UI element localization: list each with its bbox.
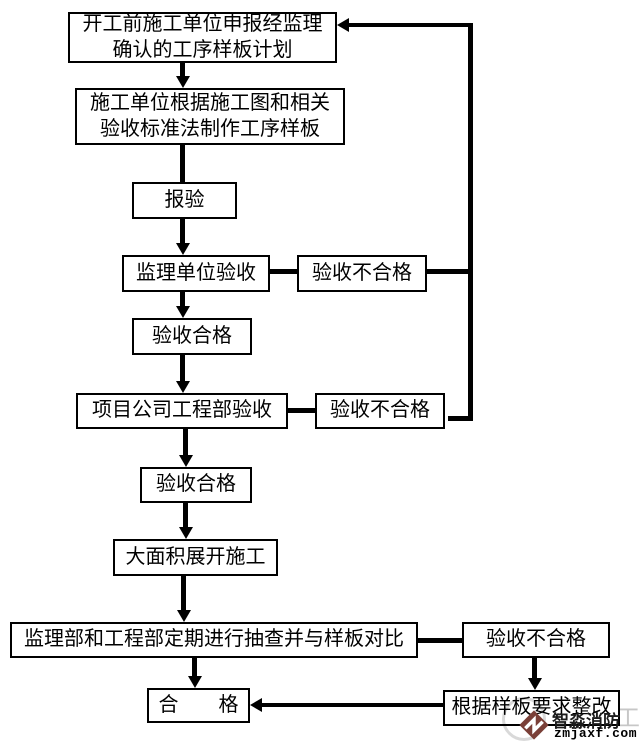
flow-node-supervisor-label: 监理单位验收 — [136, 261, 256, 284]
flow-edge-submit-to-supervisor — [180, 219, 185, 244]
flow-node-plan-line2: 确认的工序样板计划 — [112, 38, 293, 61]
flow-edge-rectify-to-pass-final — [261, 703, 443, 707]
flow-node-make-sample: 施工单位根据施工图和相关 验收标准法制作工序样板 — [75, 88, 345, 145]
arrow-down-icon — [528, 678, 542, 690]
flow-node-fail-1-label: 验收不合格 — [312, 261, 412, 284]
flow-edge-make-to-submit — [180, 145, 185, 182]
flow-edge-construct-to-spotcheck — [181, 576, 186, 611]
flow-edge-feedback-to-plan — [348, 23, 473, 27]
flow-node-fail-2-label: 验收不合格 — [330, 399, 430, 422]
flow-node-pass-2-label: 验收合格 — [156, 473, 236, 496]
flow-edge-project-to-pass2 — [183, 429, 188, 456]
flow-node-submit-inspection: 报验 — [132, 182, 237, 219]
flow-edge-pass2-to-construct — [183, 503, 188, 528]
zhimiao-logo-icon — [518, 709, 550, 741]
flow-edge-supervisor-to-pass1 — [180, 292, 185, 307]
flow-edge-fail2-to-loop — [448, 416, 473, 421]
flow-node-fail-3: 验收不合格 — [462, 622, 610, 658]
flow-edge-spotcheck-to-fail3 — [418, 638, 462, 643]
arrow-down-icon — [177, 610, 191, 622]
watermark-stamp-circle — [502, 697, 546, 741]
arrow-down-icon — [179, 455, 193, 467]
arrow-down-icon — [188, 676, 202, 688]
watermark-ghost-char: 工 — [616, 705, 640, 732]
flow-node-spot-check-label: 监理部和工程部定期进行抽查并与样板对比 — [24, 628, 404, 651]
flow-node-pass-2: 验收合格 — [140, 467, 252, 503]
flow-node-supervisor-acceptance: 监理单位验收 — [122, 255, 270, 292]
flow-node-project-label: 项目公司工程部验收 — [92, 399, 272, 422]
arrow-down-icon — [179, 527, 193, 539]
flow-node-pass-final: 合 格 — [147, 688, 250, 723]
flow-node-spot-check: 监理部和工程部定期进行抽查并与样板对比 — [10, 622, 418, 658]
flow-edge-fail3-to-rectify — [532, 658, 537, 679]
flow-node-make-line2: 验收标准法制作工序样板 — [100, 117, 320, 140]
flow-edge-pass1-to-project — [180, 355, 185, 382]
watermark-brand-text: 智淼消防 — [552, 712, 620, 731]
arrow-left-icon — [337, 18, 349, 32]
flow-node-plan-line1: 开工前施工单位申报经监理 — [82, 13, 323, 36]
flow-edge-feedback-vertical — [468, 23, 473, 421]
flow-node-plan: 开工前施工单位申报经监理 确认的工序样板计划 — [68, 12, 337, 63]
flow-edge-plan-to-make — [180, 63, 185, 77]
flow-node-fail-3-label: 验收不合格 — [486, 628, 586, 651]
flow-node-fail-1: 验收不合格 — [297, 255, 427, 292]
flow-node-full-construction: 大面积展开施工 — [113, 539, 278, 576]
arrow-down-icon — [176, 76, 190, 88]
flow-node-fail-2: 验收不合格 — [315, 393, 445, 429]
flow-edge-spotcheck-to-pass-final — [192, 658, 197, 677]
arrow-down-icon — [176, 381, 190, 393]
watermark-domain-text: zmjaxf.com — [554, 726, 638, 741]
arrow-down-icon — [176, 306, 190, 318]
flow-node-submit-label: 报验 — [164, 188, 205, 211]
flow-node-project-dept-acceptance: 项目公司工程部验收 — [76, 393, 288, 429]
flow-node-construct-label: 大面积展开施工 — [125, 545, 266, 568]
flow-node-pass-1: 验收合格 — [132, 318, 252, 355]
flow-node-make-line1: 施工单位根据施工图和相关 — [90, 92, 330, 115]
flow-edge-supervisor-to-fail1 — [270, 269, 297, 274]
arrow-down-icon — [176, 243, 190, 255]
flow-node-pass-1-label: 验收合格 — [152, 324, 232, 347]
flow-edge-project-to-fail2 — [288, 408, 315, 413]
flow-node-pass-final-label: 合 格 — [158, 693, 239, 716]
flow-edge-fail1-to-loop — [427, 269, 473, 274]
arrow-left-icon — [250, 698, 262, 712]
